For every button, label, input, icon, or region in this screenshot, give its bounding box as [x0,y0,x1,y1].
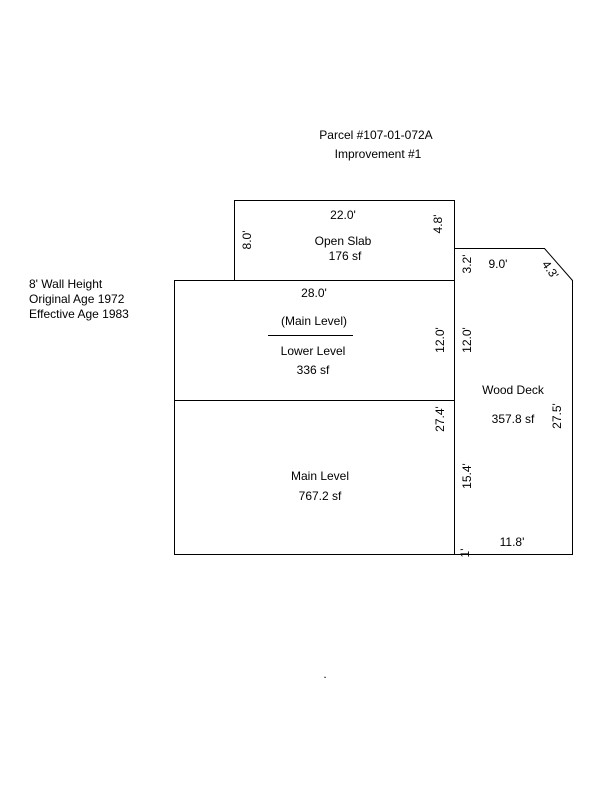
wood-deck-dim-left-mid: 12.0' [460,327,474,353]
wood-deck-name: Wood Deck [482,383,545,397]
wall-height-note: 8' Wall Height [29,277,103,291]
wood-deck-dim-corner: 1' [458,549,472,558]
parcel-label: Parcel #107-01-072A [319,128,432,142]
wood-deck-outline [454,248,573,555]
open-slab-dim-left: 8.0' [240,231,254,250]
wood-deck-dim-left-top: 3.2' [460,255,474,274]
effective-age-note: Effective Age 1983 [29,307,129,321]
wood-deck-area: 357.8 sf [492,412,535,426]
lower-level-dim-top: 28.0' [301,286,327,300]
main-level-dim-right: 27.4' [433,406,447,432]
open-slab-name: Open Slab [315,234,372,248]
main-level-name: Main Level [291,469,349,483]
original-age-note: Original Age 1972 [29,292,125,306]
improvement-label: Improvement #1 [335,147,422,161]
wood-deck-dim-right: 27.5' [550,403,564,429]
lower-level-name-above: (Main Level) [281,314,347,328]
open-slab-dim-right: 4.8' [431,215,445,234]
wood-deck-dim-top: 9.0' [489,257,508,271]
wood-deck-dim-bottom: 11.8' [500,535,525,549]
open-slab-area: 176 sf [329,249,362,263]
lower-level-dim-right: 12.0' [433,327,447,353]
footer-dot: . [323,667,326,681]
wood-deck-dim-chamfer: 4.3' [539,258,561,282]
main-level-area: 767.2 sf [299,489,342,503]
lower-level-name: Lower Level [281,344,346,358]
open-slab-dim-top: 22.0' [330,208,356,222]
lower-level-area: 336 sf [297,363,330,377]
wood-deck-dim-left-low: 15.4' [460,463,474,489]
